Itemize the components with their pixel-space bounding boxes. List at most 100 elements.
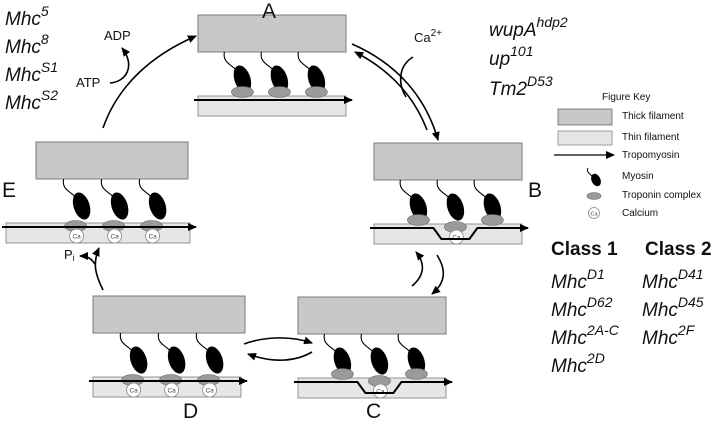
thick-filament <box>35 141 189 180</box>
label-adp: ADP <box>104 28 131 43</box>
arrow-pi-release <box>79 252 96 265</box>
class2-title: Class 2 <box>645 239 712 260</box>
thick-filament <box>297 296 447 335</box>
svg-text:Ca: Ca <box>110 234 119 241</box>
svg-text:Ca: Ca <box>205 388 214 395</box>
calcium-ion: Ca <box>107 228 122 244</box>
sarcomere-state-c: Ca <box>294 296 453 399</box>
myosin-head <box>148 192 167 220</box>
sarcomere-state-a <box>194 14 353 117</box>
state-label-a: A <box>262 0 277 23</box>
myosin-lever <box>62 178 76 198</box>
sarcomere-state-b: Ca <box>370 142 529 245</box>
class1-allele-d62: MhcD62 <box>551 294 613 321</box>
arrow-atp-to-adp <box>109 47 131 84</box>
allele-mhc5: Mhc5 <box>5 3 49 30</box>
allele-wupa-hdp2: wupAhdp2 <box>489 14 568 41</box>
myosin-lever <box>297 51 311 71</box>
svg-text:Ca: Ca <box>167 388 176 395</box>
arrow-calcium-in <box>399 56 414 98</box>
arrow-e-to-a <box>102 35 197 129</box>
troponin-complex <box>481 214 504 226</box>
calcium-ion: Ca <box>145 228 161 244</box>
class2-allele-2f: Mhc2F <box>642 322 695 349</box>
troponin-complex <box>407 214 430 226</box>
key-troponin-complex-icon <box>586 192 602 200</box>
calcium-ion: Ca <box>202 382 218 398</box>
state-label-c: C <box>366 400 382 423</box>
myosin-head <box>129 346 148 374</box>
calcium-ion: Ca <box>69 228 84 244</box>
myosin-head <box>110 192 129 220</box>
svg-text:Ca: Ca <box>148 234 157 241</box>
myosin-head <box>270 65 289 93</box>
thick-filament <box>373 142 523 181</box>
class2-allele-d41: MhcD41 <box>642 266 704 293</box>
calcium-ion: Ca <box>126 382 142 398</box>
calcium-ion: Ca <box>164 382 180 398</box>
svg-text:Ca: Ca <box>72 234 81 241</box>
key-label-myosin: Myosin <box>622 171 654 182</box>
class1-title: Class 1 <box>551 239 618 260</box>
myosin-head <box>446 193 465 221</box>
arrow-b-to-c <box>431 254 445 295</box>
calcium-ion: Ca <box>448 229 464 245</box>
myosin-lever <box>399 179 413 199</box>
allele-mhcs1: MhcS1 <box>5 59 59 86</box>
arrow-c-to-d <box>247 351 313 361</box>
troponin-complex <box>305 86 328 98</box>
myosin-lever <box>360 333 374 353</box>
myosin-head <box>205 346 224 374</box>
troponin-complex <box>331 368 354 380</box>
myosin-lever <box>436 179 450 199</box>
state-label-d: D <box>183 400 199 423</box>
state-label-b: B <box>528 179 543 202</box>
myosin-head <box>167 346 186 374</box>
myosin-lever <box>397 333 411 353</box>
myosin-lever <box>157 332 171 352</box>
myosin-head <box>307 65 326 93</box>
troponin-complex <box>405 368 428 380</box>
key-label-troponin-complex: Troponin complex <box>622 190 702 201</box>
myosin-lever <box>260 51 274 71</box>
myosin-lever <box>138 178 152 198</box>
class1-allele-2a-c: Mhc2A-C <box>551 322 619 349</box>
allele-mhcs2: MhcS2 <box>5 87 59 114</box>
tropomyosin <box>370 224 529 240</box>
key-thick-filament-icon <box>557 108 613 126</box>
calcium-ion: Ca <box>372 383 388 399</box>
label-pi: Pi <box>64 247 75 263</box>
arrow-b-to-a <box>354 51 428 131</box>
myosin-head <box>72 192 91 220</box>
troponin-complex <box>231 86 254 98</box>
key-label-tropomyosin: Tropomyosin <box>622 150 680 161</box>
key-label-thick-filament: Thick filament <box>622 111 684 122</box>
myosin-lever <box>223 51 237 71</box>
arrow-a-to-b <box>351 43 440 141</box>
allele-up101: up101 <box>489 43 534 70</box>
sarcomere-state-e: Ca Ca Ca <box>2 141 197 244</box>
arrow-d-to-c <box>243 336 313 345</box>
figure-key-title: Figure Key <box>602 92 651 103</box>
myosin-head <box>407 347 426 375</box>
myosin-head <box>370 347 389 375</box>
thick-filament <box>92 295 246 334</box>
myosin-lever <box>473 179 487 199</box>
label-atp: ATP <box>76 75 101 90</box>
allele-tm2-d53: Tm2D53 <box>489 73 553 100</box>
thick-filament <box>197 14 347 53</box>
myosin-head <box>483 193 502 221</box>
key-label-calcium: Calcium <box>622 208 659 219</box>
state-label-e: E <box>2 179 17 202</box>
tropomyosin <box>294 378 453 394</box>
myosin-head <box>233 65 252 93</box>
myosin-lever <box>119 332 133 352</box>
allele-mhc8: Mhc8 <box>5 31 49 58</box>
myosin-lever <box>195 332 209 352</box>
class1-allele-2d: Mhc2D <box>551 350 605 377</box>
class2-allele-d45: MhcD45 <box>642 294 704 321</box>
key-thin-filament-icon <box>557 130 613 146</box>
key-calcium-icon: Ca <box>588 207 600 219</box>
